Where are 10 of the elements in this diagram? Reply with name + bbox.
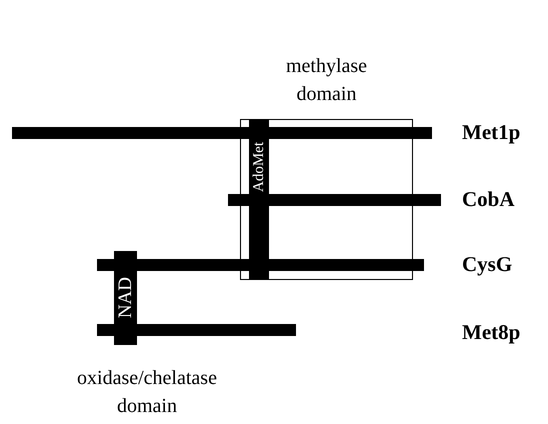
domain-label: oxidase/chelatase domain [76, 366, 218, 419]
protein-name: Met8p [462, 319, 520, 346]
binding-site-bar [114, 251, 137, 345]
protein-name: CobA [462, 186, 515, 213]
domain-label: methylase domain [284, 54, 368, 107]
binding-site-bar [249, 120, 269, 280]
site-label: NAD [116, 277, 135, 319]
protein-name: Met1p [462, 119, 520, 146]
protein-name: CysG [462, 251, 512, 278]
site-label: AdoMet [252, 142, 266, 192]
